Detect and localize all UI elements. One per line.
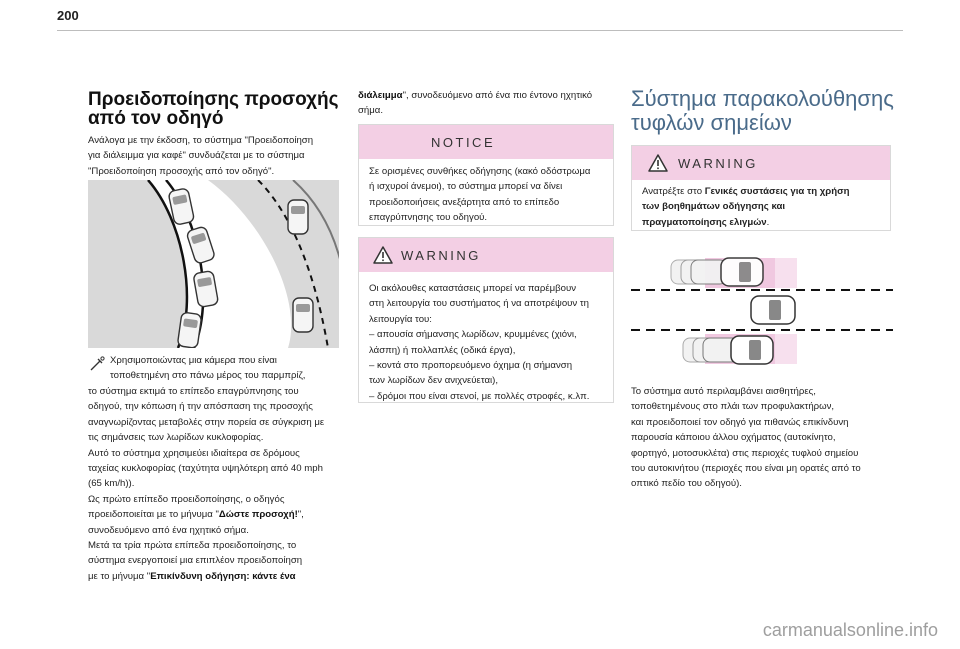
watermark: carmanualsonline.info [762, 620, 938, 640]
car-drift-1 [168, 188, 195, 225]
body-line: (65 km/h)). [88, 478, 135, 490]
warning-line: – δρόμοι που είναι στενοί, με πολλές στρ… [369, 390, 590, 402]
blind-spot-svg [631, 257, 893, 365]
body-line: Αυτό το σύστημα χρησιμεύει ιδιαίτερα σε … [88, 447, 300, 459]
notice-line: ή ισχυροί άνεμοι), το σύστημα μπορεί να … [369, 181, 563, 193]
camera-note-icon [88, 355, 106, 373]
warning-bold-1: Γενικές συστάσεις για τη χρήση [704, 186, 850, 197]
blind-spot-heading-2: τυφλών σημείων [631, 110, 792, 135]
warning-suffix: . [766, 216, 770, 228]
notice-line: προειδοποιήσεις ανεξάρτητα από το επίπεδ… [369, 196, 560, 208]
body-line: με το μήνυμα " [88, 570, 151, 582]
body-line: το σύστημα εκτιμά το επίπεδο επαγρύπνηση… [88, 386, 299, 397]
camera-note-line: Χρησιμοποιώντας μια κάμερα που είναι [110, 355, 277, 366]
zone-fade-bottom [775, 334, 797, 364]
warning-line: – κοντά στο προπορευόμενο όχημα (η σήμαν… [369, 360, 573, 372]
body-line: τις σημάνσεις των λωρίδων κυκλοφορίας. [88, 432, 264, 444]
warning-box-right: WARNING Ανατρέξτε στο Γενικές συστάσεις … [631, 145, 891, 231]
body-line: συνοδευόμενο από ένα ηχητικό σήμα. [88, 524, 249, 536]
description-line: και προειδοποιεί τον οδηγό για πιθανώς ε… [631, 416, 849, 428]
body-line-message-danger: με το μήνυμα "Επικίνδυνη οδήγηση: κάντε … [88, 569, 350, 584]
warning-triangle-icon [648, 154, 668, 172]
continued-line-2: σήμα. [358, 105, 383, 117]
warning-line-1: Ανατρέξτε στο Γενικές συστάσεις για τη χ… [642, 184, 890, 199]
warning-line: λειτουργία του: [369, 313, 432, 325]
notice-title: NOTICE [431, 135, 496, 150]
warning-prefix: Ανατρέξτε στο [642, 186, 705, 197]
warning-line-2: των βοηθημάτων οδήγησης και [642, 199, 890, 214]
camera-note-line: τοποθετημένη στο πάνω μέρος του παρμπρίζ… [110, 370, 306, 382]
warning-triangle-icon [373, 246, 393, 264]
body-line: προειδοποιείται με το μήνυμα " [88, 509, 219, 521]
warning-line: στη λειτουργία του συστήματος ή να αποτρ… [369, 298, 589, 310]
body-line-message: προειδοποιείται με το μήνυμα "Δώστε προσ… [88, 507, 350, 522]
heading-line-1: Προειδοποίησης προσοχής [88, 89, 339, 110]
warning-box-header [359, 238, 613, 272]
continued-bold: διάλειμμα [358, 90, 403, 101]
lane-departure-illustration [88, 180, 339, 348]
notice-box-header [359, 125, 613, 159]
warning-bold-2: των βοηθημάτων οδήγησης και [642, 201, 786, 213]
intro-line: για διάλειμμα για καφέ" συνδυάζεται με τ… [88, 150, 305, 162]
lane-center-dashed [257, 180, 329, 348]
lane-illustration-svg [88, 180, 339, 348]
continued-paragraph: διάλειμμα", συνοδευόμενο από ένα πιο έντ… [358, 88, 618, 119]
body-line: οδηγού, την κόπωση ή την απόσπαση της πρ… [88, 401, 313, 413]
car-reference-1 [287, 199, 309, 235]
warning-body: Ανατρέξτε στο Γενικές συστάσεις για τη χ… [642, 184, 890, 230]
blind-spot-description: Το σύστημα αυτό περιλαμβάνει αισθητήρες,… [631, 384, 893, 492]
zone-fade-top [775, 258, 797, 288]
blind-spot-illustration [631, 250, 893, 372]
car-drift-3 [193, 270, 219, 308]
heading-line-2: από τον οδηγό [88, 108, 224, 129]
intro-line: Ανάλογα με την έκδοση, το σύστημα "Προει… [88, 135, 314, 146]
body-line: σύστημα ενεργοποιεί μια επιπλέον προειδο… [88, 555, 303, 567]
warning-box-header [632, 146, 890, 180]
top-rule [57, 30, 903, 31]
body-paragraph: το σύστημα εκτιμά το επίπεδο επαγρύπνηση… [88, 384, 350, 584]
warning-line: των λωρίδων δεν ανιχνεύεται), [369, 375, 499, 387]
intro-paragraph: Ανάλογα με την έκδοση, το σύστημα "Προει… [88, 133, 348, 179]
continued-line-1: διάλειμμα", συνοδευόμενο από ένα πιο έντ… [358, 88, 618, 103]
camera-note-text: Χρησιμοποιώντας μια κάμερα που είναι τοπ… [110, 353, 350, 384]
notice-line: επαγρύπνησης του οδηγού. [369, 212, 488, 224]
description-line: οπτικό πεδίο του οδηγού). [631, 478, 742, 490]
warning-body: Οι ακόλουθες καταστάσεις μπορεί να παρέμ… [369, 281, 613, 404]
message-take-break: Δώστε προσοχή! [218, 509, 298, 521]
message-danger: Επικίνδυνη οδήγηση: κάντε ένα [150, 570, 296, 582]
warning-line: λάσπη) ή πολλαπλές (οδικά έργα), [369, 344, 516, 356]
warning-line: Οι ακόλουθες καταστάσεις μπορεί να παρέμ… [369, 283, 577, 294]
notice-box: NOTICE Σε ορισμένες συνθήκες οδήγησης (κ… [358, 124, 614, 226]
notice-body: Σε ορισμένες συνθήκες οδήγησης (κακό οδό… [369, 164, 613, 226]
warning-title: WARNING [678, 156, 758, 171]
warning-bold-3: πραγματοποίησης ελιγμών [642, 216, 767, 228]
intro-line: "Προειδοποίηση προσοχής από τον οδηγό". [88, 165, 275, 177]
body-line: ταχείας κυκλοφορίας (ταχύτητα υψηλότερη … [88, 463, 323, 475]
blind-spot-heading-1: Σύστημα παρακολούθησης [631, 86, 894, 111]
notice-line: Σε ορισμένες συνθήκες οδήγησης (κακό οδό… [369, 166, 591, 177]
warning-title: WARNING [401, 248, 481, 263]
page-number: 200 [57, 8, 79, 23]
continued-rest: ", συνοδευόμενο από ένα πιο έντονο ηχητι… [402, 90, 593, 101]
warning-box-middle: WARNING Οι ακόλουθες καταστάσεις μπορεί … [358, 237, 614, 403]
body-line: αναγνωρίζοντας μεταβολές στην πορεία σε … [88, 416, 325, 428]
description-line: τοποθετημένους στο πλάι των προφυλακτήρω… [631, 401, 835, 413]
own-car [750, 295, 796, 325]
approaching-car-top [670, 257, 764, 287]
description-line: παρουσία κάποιου άλλου οχήματος (αυτοκίν… [631, 432, 836, 444]
car-drift-2 [186, 226, 215, 264]
lane-edge-right [292, 180, 339, 260]
description-line: του αυτοκινήτου (περιοχές που είναι μη ο… [631, 463, 861, 475]
approaching-car-bottom [682, 335, 774, 365]
car-drift-4 [177, 312, 202, 348]
warning-line-3: πραγματοποίησης ελιγμών. [642, 215, 890, 230]
car-reference-2 [292, 297, 314, 333]
warning-line: – απουσία σήμανσης λωρίδων, κρυμμένες (χ… [369, 329, 577, 341]
body-line: Μετά τα τρία πρώτα επίπεδα προειδοποίηση… [88, 540, 297, 552]
message-take-break-after: ", [297, 509, 304, 521]
description-line: φορτηγό, μοτοσυκλέτα) στις περιοχές τυφλ… [631, 447, 859, 459]
body-line: Ως πρώτο επίπεδο προειδοποίησης, ο οδηγό… [88, 493, 285, 505]
description-line: Το σύστημα αυτό περιλαμβάνει αισθητήρες, [631, 386, 816, 397]
